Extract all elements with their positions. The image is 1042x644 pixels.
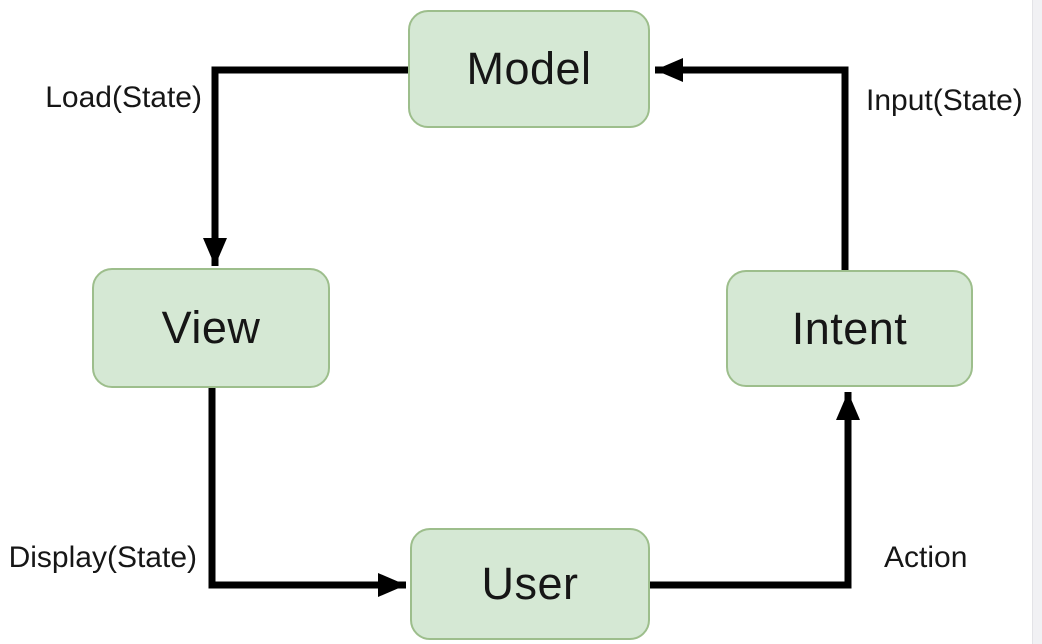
edge-label-action: Action [884, 541, 968, 574]
edge-user-to-intent-line [650, 392, 860, 589]
edge-intent-to-model-line [655, 58, 849, 270]
edge-label-display-state: Display(State) [8, 541, 197, 574]
node-model: Model [408, 10, 650, 128]
edge-label-load-state: Load(State) [45, 81, 202, 114]
node-user: User [410, 528, 650, 640]
edge-model-to-view-line [203, 66, 408, 266]
edge-label-input-state: Input(State) [866, 84, 1023, 117]
page-edge-strip [1032, 0, 1042, 644]
node-intent: Intent [726, 270, 973, 387]
edge-view-to-user-line [208, 388, 406, 597]
node-view: View [92, 268, 330, 388]
